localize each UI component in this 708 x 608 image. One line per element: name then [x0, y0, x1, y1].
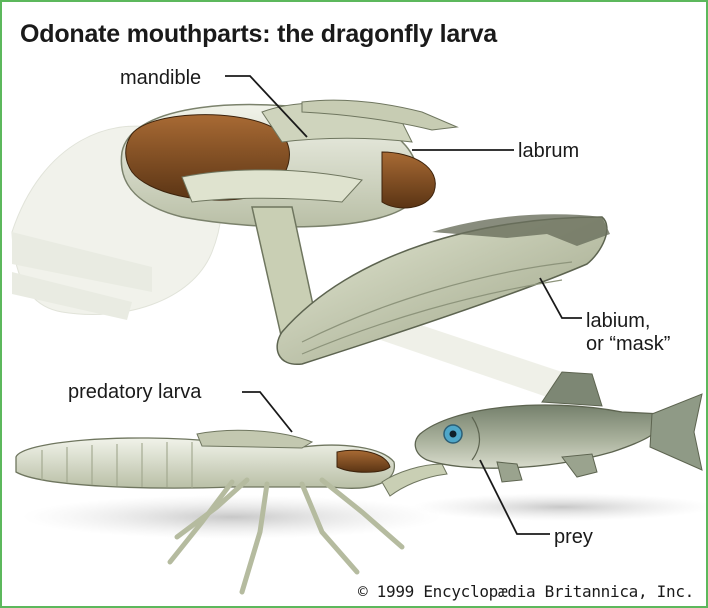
ground-shadow-fish: [412, 493, 706, 521]
copyright-credit: © 1999 Encyclopædia Britannica, Inc.: [358, 582, 694, 601]
predatory-larva-leader: [242, 392, 292, 432]
prey-fish: [415, 372, 702, 482]
label-labium-line2: or “mask”: [586, 333, 670, 356]
label-prey: prey: [554, 526, 593, 549]
label-labium: labium, or “mask”: [586, 310, 670, 356]
label-mandible: mandible: [120, 67, 201, 90]
label-predatory-larva: predatory larva: [68, 381, 201, 404]
ground-shadow-larva: [22, 495, 442, 539]
labium-leader: [540, 278, 582, 318]
diagram-title: Odonate mouthparts: the dragonfly larva: [20, 20, 497, 49]
label-labrum: labrum: [518, 140, 579, 163]
label-labium-line1: labium,: [586, 310, 670, 333]
